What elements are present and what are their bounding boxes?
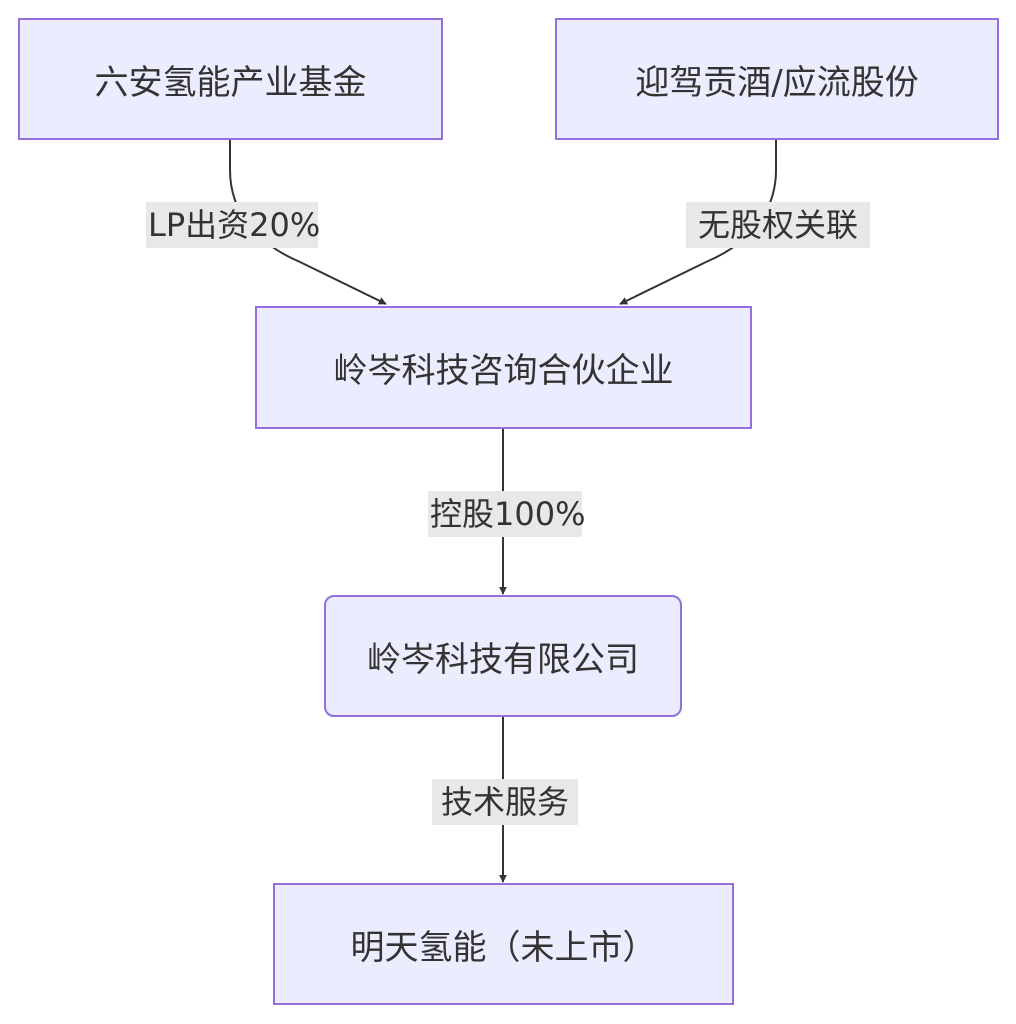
node-lingcen-partnership: 岭岑科技咨询合伙企业	[255, 306, 752, 429]
node-liuan-hydrogen-fund: 六安氢能产业基金	[18, 18, 443, 140]
edge-label-lp-contribution: LP出资20%	[146, 202, 320, 248]
node-label: 岭岑科技有限公司	[367, 639, 639, 680]
node-mingtian-hydrogen: 明天氢能（未上市）	[273, 883, 734, 1005]
node-label: 岭岑科技咨询合伙企业	[333, 351, 674, 391]
node-yingjia-yingliu: 迎驾贡酒/应流股份	[555, 18, 999, 140]
node-label: 明天氢能（未上市）	[350, 927, 657, 968]
node-lingcen-company: 岭岑科技有限公司	[324, 595, 682, 717]
edge-label-holding: 控股100%	[428, 491, 586, 537]
node-label: 六安氢能产业基金	[94, 62, 367, 103]
edge-label-no-equity: 无股权关联	[686, 202, 870, 248]
edge-label-tech-service: 技术服务	[432, 779, 578, 825]
node-label: 迎驾贡酒/应流股份	[635, 62, 919, 103]
